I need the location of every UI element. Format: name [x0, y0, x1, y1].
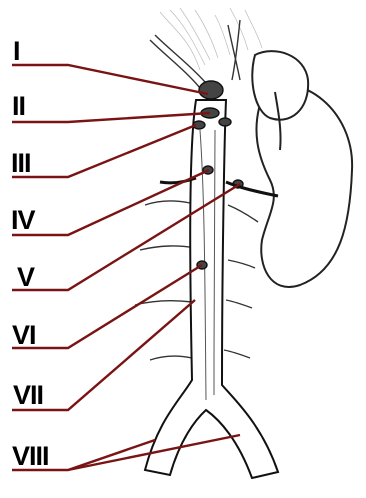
label-iii: III	[11, 150, 31, 177]
leader-line-2	[12, 113, 210, 122]
kidney	[252, 51, 352, 287]
leader-line-3	[12, 125, 196, 177]
leader-line-6	[12, 265, 202, 348]
label-v: V	[17, 264, 34, 291]
leader-line-4	[12, 170, 209, 235]
label-i: I	[13, 38, 20, 65]
label-viii: VIII	[12, 443, 49, 470]
label-ii: II	[12, 93, 25, 120]
label-vii: VII	[13, 382, 43, 409]
label-vi: VI	[12, 322, 36, 349]
label-iv: IV	[11, 207, 35, 234]
background-tissue	[160, 8, 262, 70]
leader-line-1	[12, 65, 208, 94]
